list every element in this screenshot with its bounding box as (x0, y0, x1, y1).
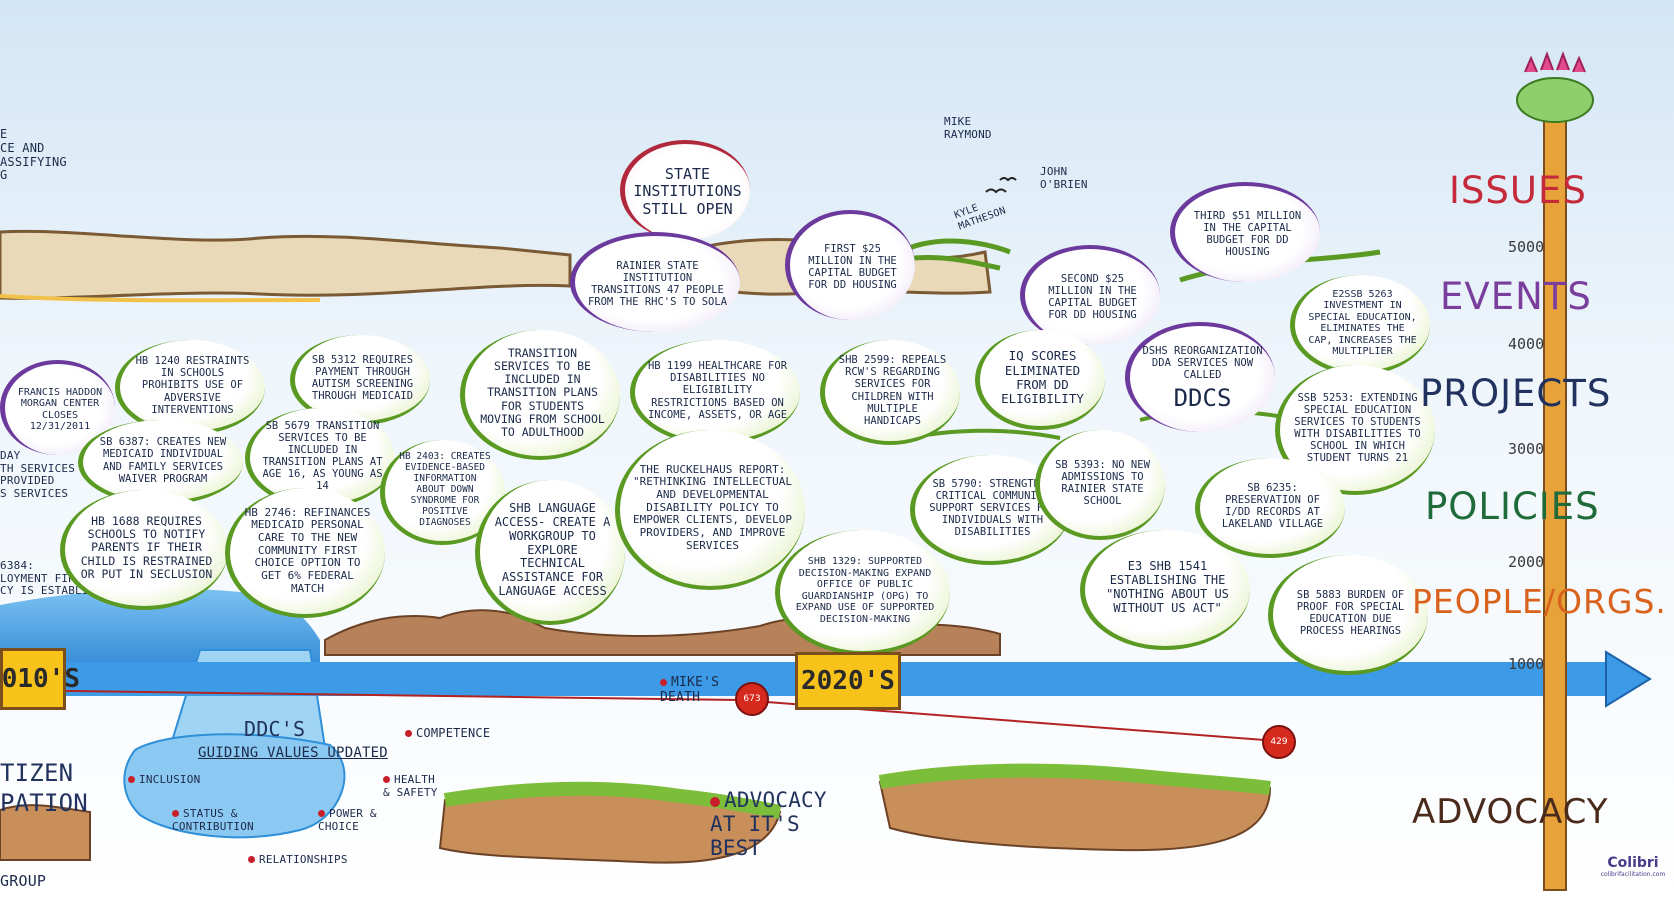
value-power-choice: POWER & CHOICE (318, 808, 388, 833)
legend-issues: ISSUES (1449, 172, 1587, 209)
left-fragment-pation: PATION (0, 790, 88, 818)
mikes-death-label: MIKE'S DEATH (660, 676, 740, 706)
advocacy-at-its-best: ADVOCACY AT IT'S BEST (710, 788, 860, 860)
bubble-ddcs: DSHS REORGANIZATION DDA SERVICES NOW CAL… (1125, 322, 1275, 432)
left-fragment-mid: DAY TH SERVICES PROVIDED S SERVICES (0, 450, 75, 501)
scale-5000: 5000 (1508, 238, 1544, 256)
value-inclusion: INCLUSION (128, 774, 200, 787)
scale-3000: 3000 (1508, 440, 1544, 458)
ddcs-values-subtitle: GUIDING VALUES UPDATED (198, 745, 388, 761)
death-count-673: 673 (735, 682, 769, 716)
value-health-safety: HEALTH & SAFETY (383, 774, 443, 799)
person-mike-raymond: MIKE RAYMOND (944, 116, 1004, 141)
bubble-shb2599: SHB 2599: REPEALS RCW'S REGARDING SERVIC… (820, 340, 960, 445)
bubble-third-51m: THIRD $51 MILLION IN THE CAPITAL BUDGET … (1170, 182, 1320, 282)
legend-people-orgs: PEOPLE/ORGS. (1412, 585, 1667, 618)
colibri-logo-url: colibrifacilitation.com (1598, 871, 1668, 878)
era-2010s: 2010'S (0, 648, 66, 710)
ddcs-title: DDCS (1174, 385, 1232, 413)
value-status: STATUS & CONTRIBUTION (172, 808, 267, 833)
bubble-iq-scores: IQ SCORES ELIMINATED FROM DD ELIGIBILITY (975, 330, 1105, 430)
legend-advocacy: ADVOCACY (1412, 795, 1609, 829)
left-fragment-citizen: TIZEN (0, 760, 73, 788)
bubble-transition-services: TRANSITION SERVICES TO BE INCLUDED IN TR… (460, 330, 620, 460)
legend-events: EVENTS (1440, 278, 1592, 315)
death-count-429: 429 (1262, 725, 1296, 759)
legend-projects: PROJECTS (1420, 375, 1611, 412)
scale-1000: 1000 (1508, 655, 1544, 673)
bubble-shb-language: SHB LANGUAGE ACCESS- CREATE A WORKGROUP … (475, 480, 625, 625)
bubble-sb6235: SB 6235: PRESERVATION OF I/DD RECORDS AT… (1195, 458, 1345, 558)
value-relationships: RELATIONSHIPS (248, 854, 348, 867)
person-john-obrien: JOHN O'BRIEN (1040, 166, 1100, 191)
colibri-logo: Colibri colibrifacilitation.com (1598, 855, 1668, 878)
bubble-rainier: RAINIER STATE INSTITUTION TRANSITIONS 47… (570, 232, 740, 332)
bubble-sb5883: SB 5883 BURDEN OF PROOF FOR SPECIAL EDUC… (1268, 555, 1428, 675)
bubble-hb1688: HB 1688 REQUIRES SCHOOLS TO NOTIFY PAREN… (60, 490, 228, 610)
bubble-shb1329: SHB 1329: SUPPORTED DECISION-MAKING EXPA… (775, 530, 950, 655)
legend-policies: POLICIES (1425, 488, 1600, 525)
bubble-first-25m: FIRST $25 MILLION IN THE CAPITAL BUDGET … (785, 210, 915, 320)
bubble-ruckelshaus: THE RUCKELHAUS REPORT: "RETHINKING INTEL… (615, 430, 805, 590)
competence-label: COMPETENCE (405, 727, 490, 741)
left-fragment-group: GROUP (0, 873, 46, 890)
plant-top (1517, 78, 1593, 122)
scale-4000: 4000 (1508, 335, 1544, 353)
era-2020s: 2020'S (795, 652, 901, 710)
bubble-state-institutions: STATE INSTITUTIONS STILL OPEN (620, 140, 750, 240)
ddcs-reorg-text: DSHS REORGANIZATION DDA SERVICES NOW CAL… (1142, 345, 1263, 381)
scale-2000: 2000 (1508, 553, 1544, 571)
ddcs-values-title: DDC'S (244, 718, 305, 741)
bubble-sb5393: SB 5393: NO NEW ADMISSIONS TO RAINIER ST… (1035, 430, 1165, 540)
bubble-e2ssb5263: E2SSB 5263 INVESTMENT IN SPECIAL EDUCATI… (1290, 275, 1430, 375)
bubble-hb2746: HB 2746: REFINANCES MEDICAID PERSONAL CA… (225, 488, 385, 618)
colibri-logo-name: Colibri (1598, 855, 1668, 871)
left-fragment-top: E CE AND ASSIFYING G (0, 128, 67, 183)
